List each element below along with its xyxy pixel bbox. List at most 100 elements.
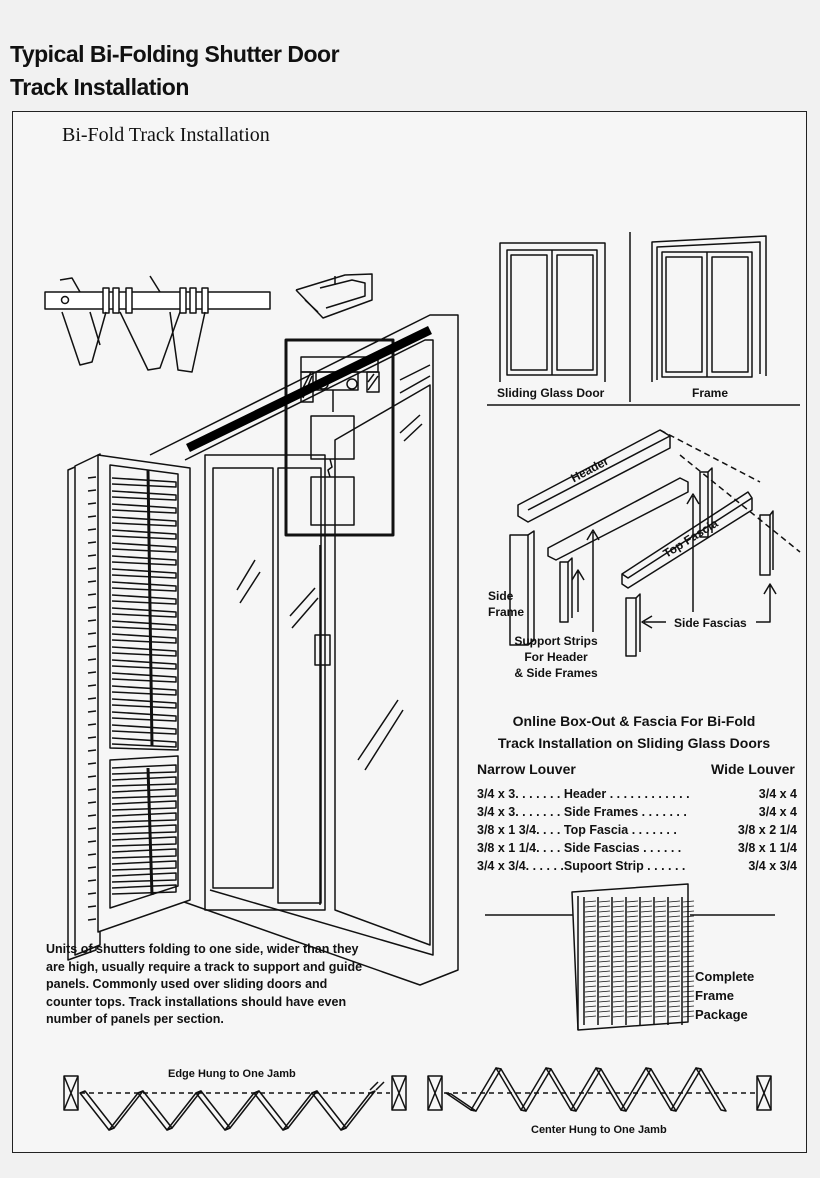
louver-slat — [87, 528, 97, 531]
package-slat — [682, 970, 695, 973]
package-slat — [682, 955, 695, 958]
description-text: Units of shutters folding to one side, w… — [46, 942, 363, 1026]
label-sliding-glass-door: Sliding Glass Door — [497, 386, 605, 400]
package-slat — [584, 1010, 597, 1013]
package-slat — [682, 945, 695, 948]
package-slat — [640, 920, 653, 923]
package-slat — [626, 1005, 639, 1008]
label-edge-hung: Edge Hung to One Jamb — [168, 1068, 296, 1080]
spec-cell-part: . . . . Top Fascia . . . . . . . — [536, 823, 677, 837]
package-slat — [612, 945, 625, 948]
package-slat — [640, 1010, 653, 1013]
label-complete-frame-package: Complete Frame Package — [695, 969, 755, 1022]
louver-slat — [111, 724, 177, 735]
package-slat — [682, 925, 695, 928]
louver-slat — [87, 840, 97, 843]
package-slat — [584, 910, 597, 913]
package-slat — [626, 975, 639, 978]
label-side-frame: Side Frame — [488, 589, 525, 619]
package-slat — [640, 910, 653, 913]
package-slat — [612, 1015, 625, 1018]
spec-table: 3/4 x 3 . . . . . . . Header . . . . . .… — [477, 785, 797, 875]
package-slat — [626, 910, 639, 913]
shutter-louvers — [87, 476, 177, 921]
package-slat — [584, 920, 597, 923]
package-slat — [682, 980, 695, 983]
package-slat — [640, 1015, 653, 1018]
package-slat — [612, 955, 625, 958]
center-hung-panel — [695, 1067, 727, 1112]
spec-cell-part: . . . . . . . Header . . . . . . . . . .… — [515, 787, 690, 801]
package-slat — [668, 920, 681, 923]
louver-slat — [87, 723, 97, 726]
package-slat — [640, 925, 653, 928]
package-slat — [584, 905, 597, 908]
package-slat — [584, 1000, 597, 1003]
package-slat — [612, 965, 625, 968]
louver-slat — [111, 836, 177, 847]
package-slat — [668, 925, 681, 928]
package-slat — [640, 915, 653, 918]
package-slat — [668, 935, 681, 938]
center-hung-panel — [545, 1067, 577, 1112]
package-slat — [584, 900, 597, 903]
package-slat — [654, 995, 667, 998]
package-slat — [668, 930, 681, 933]
col-narrow-louver: Narrow Louver — [477, 761, 576, 777]
package-slat — [640, 955, 653, 958]
package-slat — [598, 925, 611, 928]
package-slat — [654, 915, 667, 918]
package-slat — [598, 940, 611, 943]
spec-row: 3/8 x 1 1/4 . . . . Side Fascias . . . .… — [477, 839, 797, 857]
center-hung-panel — [570, 1067, 602, 1112]
louver-slat — [87, 671, 97, 674]
louver-slat — [111, 568, 177, 579]
louver-slat — [87, 645, 97, 648]
package-slat — [640, 940, 653, 943]
louver-slat — [87, 749, 97, 752]
package-slat — [640, 950, 653, 953]
shutter-panels-illustration — [67, 453, 191, 961]
sliding-glass-door-elevation — [499, 232, 631, 402]
package-slat — [654, 925, 667, 928]
package-slat — [682, 985, 695, 988]
package-slat — [640, 1005, 653, 1008]
center-hung-panel — [495, 1067, 527, 1112]
louver-slat — [111, 672, 177, 683]
package-slat — [668, 905, 681, 908]
package-slat — [682, 990, 695, 993]
package-slat — [668, 960, 681, 963]
track-rollers-illustration — [44, 275, 271, 373]
spec-row: 3/4 x 3/4 . . . . . .Supoort Strip . . .… — [477, 857, 797, 875]
package-slat — [612, 915, 625, 918]
package-slat — [626, 915, 639, 918]
package-slat — [612, 935, 625, 938]
louver-slat — [111, 685, 177, 696]
package-slat — [682, 905, 695, 908]
package-slat — [654, 910, 667, 913]
package-slat — [682, 940, 695, 943]
package-slat — [626, 905, 639, 908]
louver-slat — [87, 710, 97, 713]
louver-slat — [87, 658, 97, 661]
package-slat — [626, 900, 639, 903]
package-slat — [682, 900, 695, 903]
package-slat — [612, 940, 625, 943]
package-slat — [654, 1015, 667, 1018]
louver-slat — [111, 800, 177, 811]
package-slat — [598, 905, 611, 908]
package-slat — [654, 935, 667, 938]
center-hung-panel — [620, 1067, 652, 1112]
package-slat — [668, 1005, 681, 1008]
package-slat — [612, 995, 625, 998]
package-slat — [654, 1000, 667, 1003]
spec-cell-wide: 3/4 x 4 — [758, 805, 797, 819]
title-line-1: Typical Bi-Folding Shutter Door — [10, 41, 340, 67]
package-slat — [654, 940, 667, 943]
louver-slat — [87, 554, 97, 557]
package-slat — [654, 990, 667, 993]
package-slat — [598, 910, 611, 913]
package-slat — [612, 970, 625, 973]
package-slat — [626, 945, 639, 948]
package-slat — [612, 920, 625, 923]
